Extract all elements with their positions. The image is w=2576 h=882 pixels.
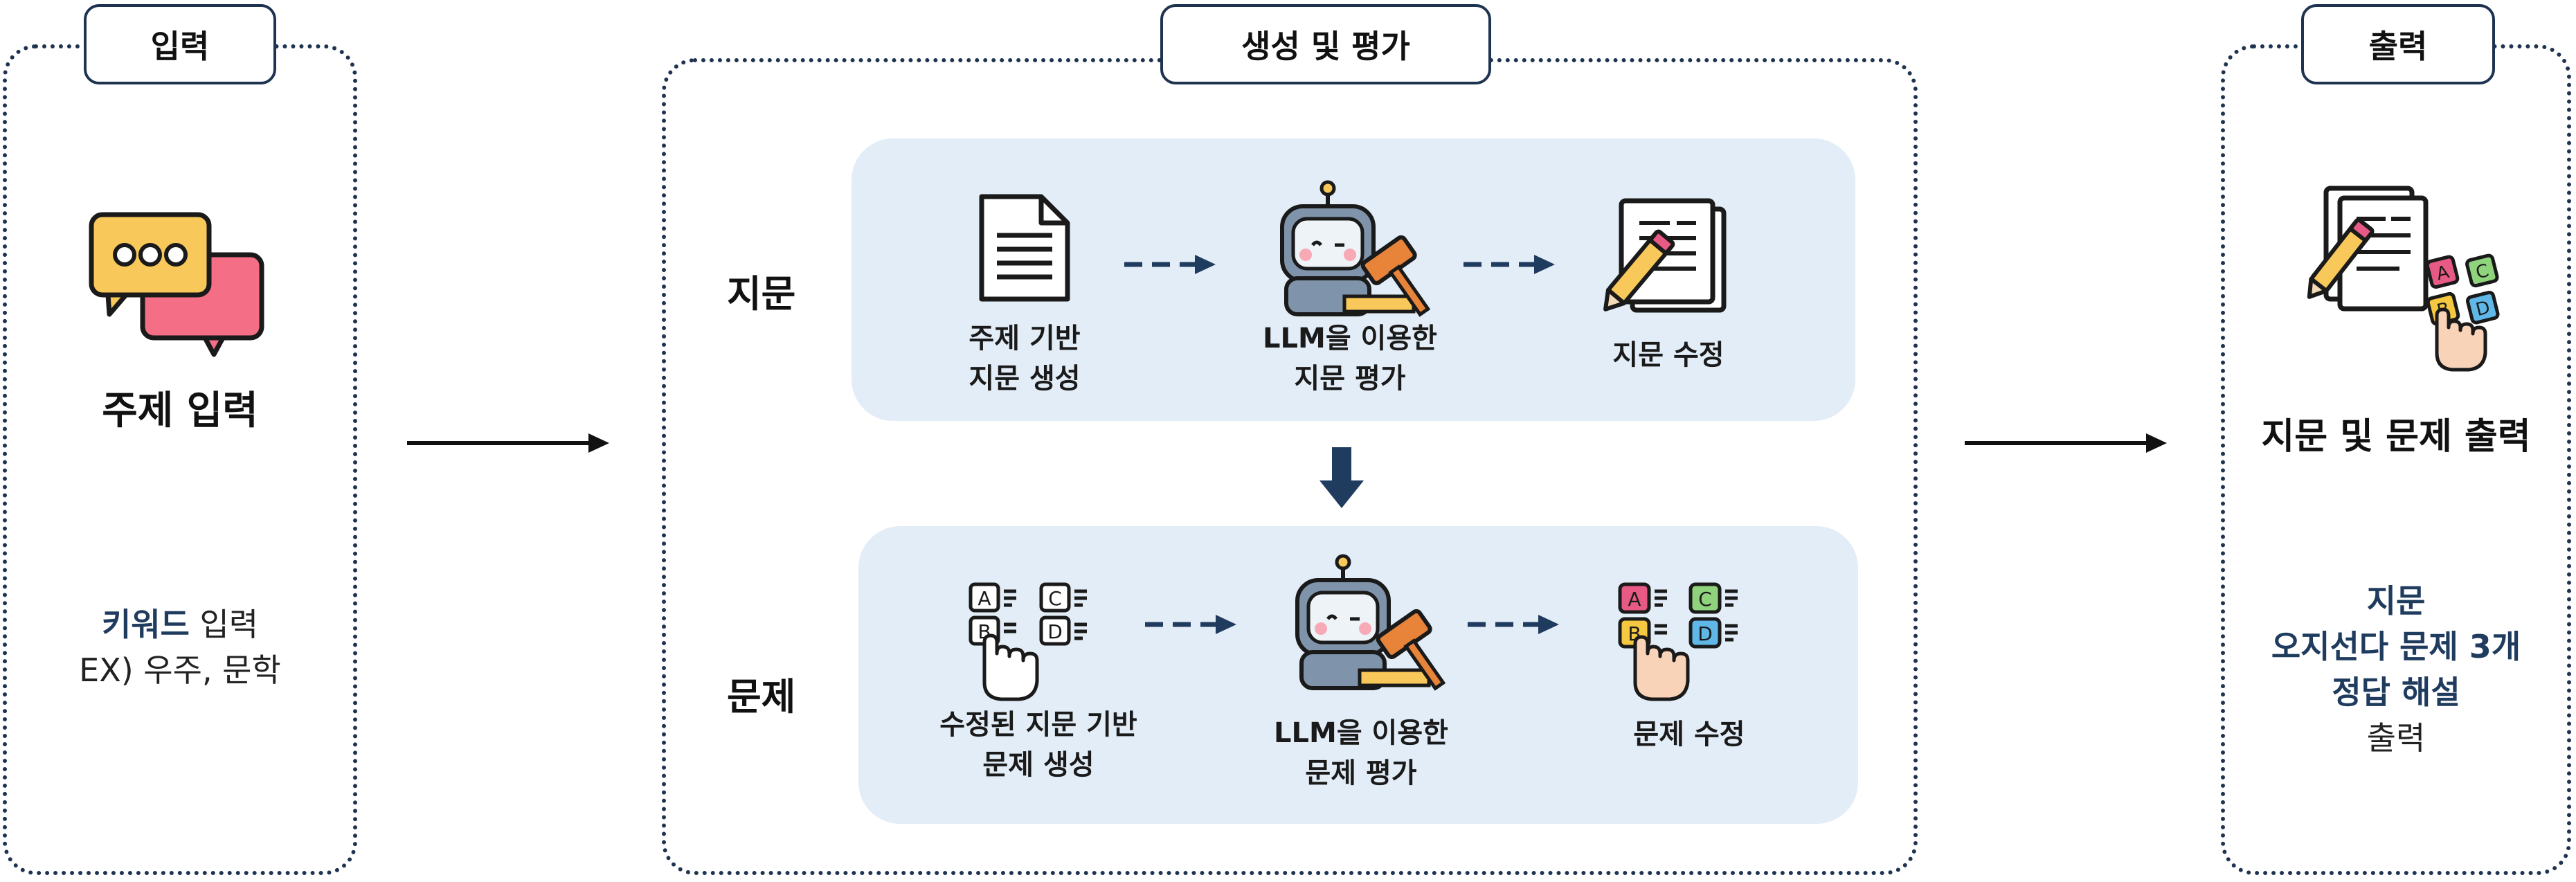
input-panel-title: 입력 [84, 4, 276, 84]
arrow-process-to-output [1965, 433, 2167, 453]
step-evaluate-passage-line2: 지문 평가 [1294, 363, 1406, 395]
choice-letter-d: D [1697, 622, 1713, 645]
dashed-arrow-question-1 [1145, 615, 1236, 634]
choice-letter-c: C [1698, 588, 1712, 611]
choice-grid-icon: A C B D [969, 582, 1087, 701]
output-line-questions-strong: 오지선다 문제 3개 [2271, 628, 2521, 665]
step-generate-passage-line1: 주제 기반 [969, 323, 1081, 354]
choice-letter-a: A [1628, 588, 1641, 611]
keyword-rest: 입력 [189, 606, 259, 643]
keyword-line: 키워드 입력 [14, 604, 346, 645]
step-generate-passage-label: 주제 기반 지문 생성 [921, 318, 1128, 399]
output-panel-title: 출력 [2301, 4, 2495, 84]
step-revise-passage-label: 지문 수정 [1571, 335, 1765, 375]
row-label-question: 문제 [727, 675, 796, 719]
choice-letter-d: D [1047, 620, 1063, 643]
choice-letter-a: A [978, 587, 991, 610]
document-icon [979, 194, 1070, 302]
step-generate-question-line2: 문제 생성 [982, 749, 1095, 781]
step-evaluate-question-label: LLM을 이용한 문제 평가 [1250, 713, 1472, 793]
output-line-questions: 오지선다 문제 3개 [2229, 626, 2563, 667]
chat-bubbles-icon [89, 212, 264, 357]
step-evaluate-passage-label: LLM을 이용한 지문 평가 [1239, 318, 1461, 399]
input-main-label: 주제 입력 [102, 388, 258, 433]
colored-choice-grid-icon: A C B D [1618, 582, 1738, 701]
step-generate-passage-line2: 지문 생성 [969, 363, 1081, 395]
row-label-passage: 지문 [727, 272, 796, 316]
step-revise-passage-line1: 지문 수정 [1612, 339, 1724, 371]
input-panel [3, 44, 357, 875]
dashed-arrow-passage-2 [1463, 255, 1555, 274]
robot-judge-icon [1280, 180, 1431, 317]
dashed-arrow-passage-1 [1124, 255, 1216, 274]
step-revise-question-label: 문제 수정 [1585, 714, 1793, 755]
step-evaluate-passage-line1: LLM을 이용한 [1263, 323, 1437, 354]
output-main-label: 지문 및 문제 출력 [2261, 416, 2531, 458]
dashed-arrow-question-2 [1468, 615, 1559, 634]
output-line-passage: 지문 [2366, 582, 2426, 620]
output-line-answers: 정답 해설 [2332, 674, 2460, 711]
output-line-output: 출력 [2366, 719, 2426, 757]
document-quiz-icon: A C B D [2307, 186, 2500, 372]
process-panel-title: 생성 및 평가 [1160, 4, 1491, 84]
step-evaluate-question-line1: LLM을 이용한 [1274, 717, 1448, 749]
step-evaluate-question-line2: 문제 평가 [1305, 757, 1417, 789]
step-generate-question-label: 수정된 지문 기반 문제 생성 [900, 705, 1177, 785]
step-generate-question-line1: 수정된 지문 기반 [939, 709, 1137, 741]
arrow-input-to-process [407, 433, 609, 453]
keyword-example: EX) 우주, 문학 [79, 651, 281, 689]
step-revise-question-line1: 문제 수정 [1633, 719, 1745, 750]
robot-judge-icon [1295, 554, 1446, 691]
edit-document-icon [1603, 198, 1727, 313]
down-arrow [1319, 447, 1364, 508]
choice-letter-c: C [1048, 587, 1062, 610]
keyword-strong: 키워드 [101, 606, 190, 643]
